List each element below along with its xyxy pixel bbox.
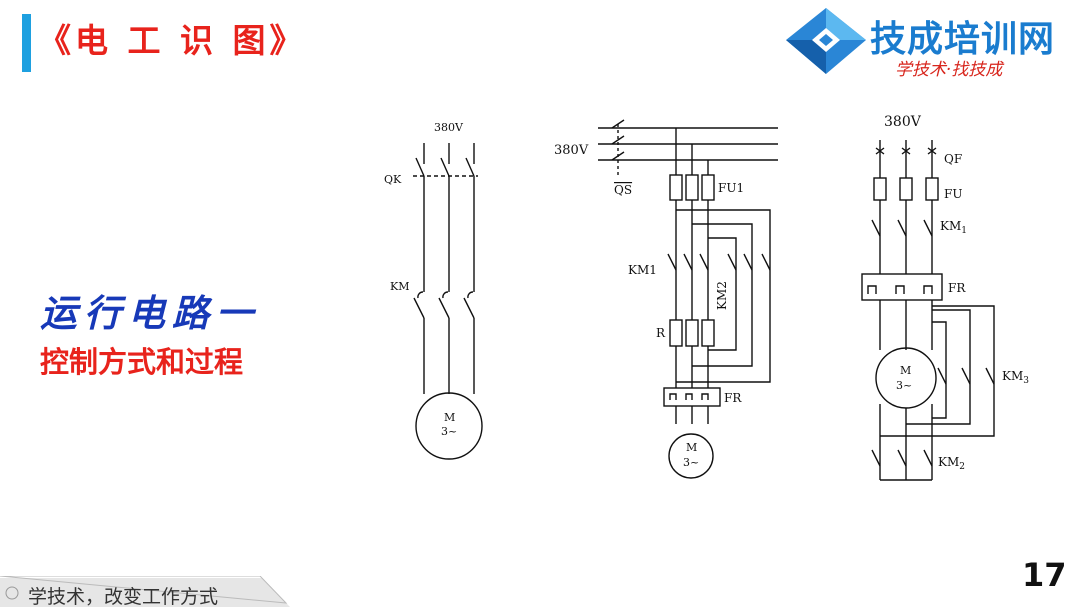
middle-motor-phase: 3~ (683, 456, 699, 469)
right-relay-label: FR (948, 281, 966, 295)
left-voltage-label: 380V (434, 121, 464, 134)
slide-title: 《电 工 识 图》 (38, 21, 307, 60)
right-fuse-label: FU (944, 187, 962, 201)
left-switch-label: QK (384, 173, 402, 186)
right-km1-label: KM1 (940, 219, 967, 236)
section-title: 运行电路一 (40, 291, 260, 335)
footer-strip (0, 576, 290, 607)
diagram-middle-lines (598, 119, 778, 479)
diagram-left-lines (413, 143, 483, 460)
logo-name: 技成培训网 (870, 19, 1056, 60)
footer-tagline: 学技术，改变工作方式 (28, 586, 219, 608)
middle-motor-label: M (686, 441, 697, 454)
right-motor-phase: 3~ (896, 379, 912, 392)
title-accent-bar (22, 14, 31, 72)
right-km3-label: KM3 (1002, 369, 1029, 386)
middle-relay-label: FR (724, 391, 742, 405)
right-motor-label: M (900, 364, 911, 377)
left-motor-phase: 3~ (441, 425, 457, 438)
back-circle-icon (5, 586, 19, 600)
left-motor-label: M (444, 411, 455, 424)
section-subtitle: 控制方式和过程 (40, 345, 244, 379)
right-breaker-label: QF (944, 152, 962, 166)
right-km2-label: KM2 (938, 455, 965, 472)
middle-fuse-label: FU1 (718, 181, 744, 195)
diagram-right-lines (861, 140, 995, 481)
brand-logo: 技成培训网 学技术·找技成 (780, 4, 1070, 82)
diamond-logo-icon (786, 8, 866, 74)
left-contactor-label: KM (390, 280, 409, 293)
middle-km1-label: KM1 (628, 263, 657, 277)
middle-switch-label: QS (614, 183, 632, 197)
middle-km2-label: KM2 (715, 281, 729, 310)
page-number: 17 (1022, 556, 1067, 594)
middle-resistor-label: R (656, 326, 666, 340)
logo-slogan: 学技术·找技成 (895, 60, 1003, 80)
middle-voltage-label: 380V (554, 143, 589, 158)
right-voltage-label: 380V (884, 114, 922, 130)
